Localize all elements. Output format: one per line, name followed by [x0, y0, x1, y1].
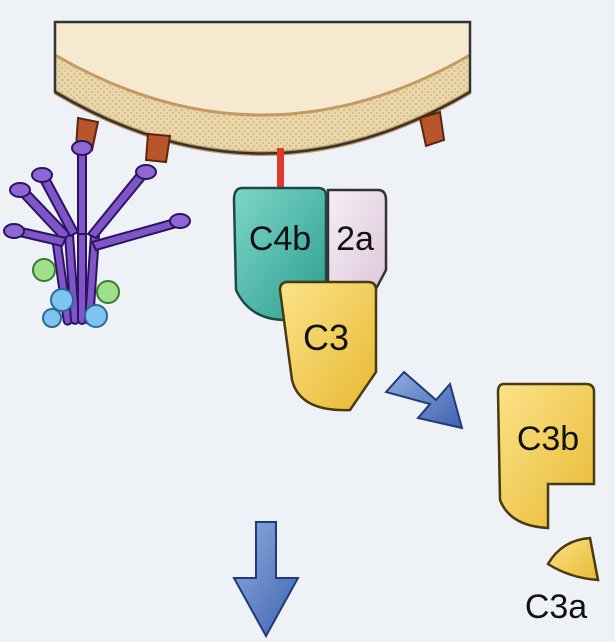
c3b-label: C3b: [517, 420, 579, 458]
c3-label: C3: [303, 317, 349, 358]
c4b-label: C4b: [249, 220, 311, 258]
c3b-protein: C3b: [498, 384, 594, 528]
c3a-fragment: C3a: [525, 538, 598, 626]
down-arrow: [234, 522, 298, 636]
c3a-label: C3a: [525, 588, 587, 626]
c2a-label: 2a: [336, 220, 374, 258]
c3-protein: C3: [280, 282, 376, 410]
cleavage-arrow: [386, 372, 462, 428]
cell-membrane: [55, 22, 470, 154]
antibody-c1-complex: [4, 141, 190, 327]
